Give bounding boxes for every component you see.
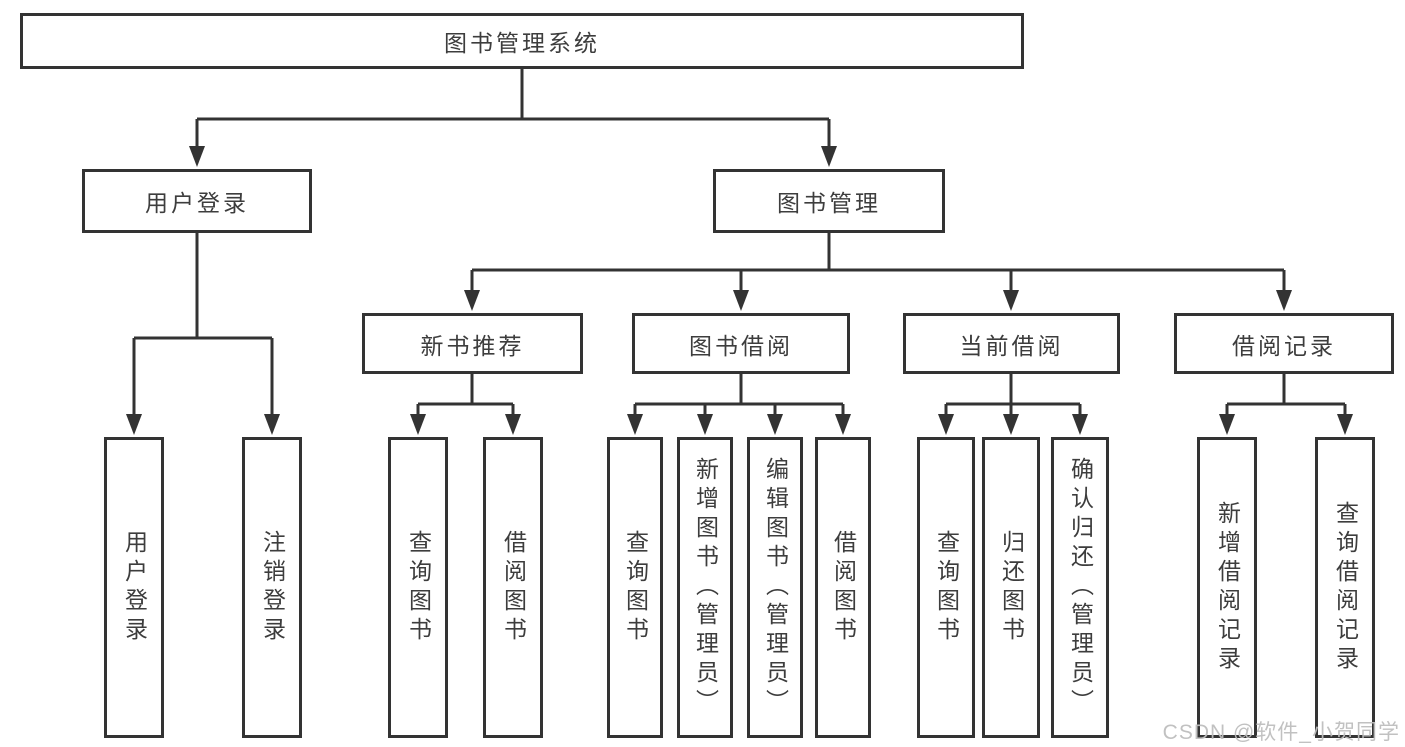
csdn-watermark: CSDN @软件_小贺同学	[1162, 721, 1400, 744]
leaf-label: 查询图书	[405, 529, 432, 646]
arrow-down-icon	[835, 414, 851, 435]
leaf-query-books-borrow: 查询图书	[607, 437, 663, 738]
leaf-label: 新增借阅记录	[1214, 500, 1241, 675]
leaf-query-books-current: 查询图书	[917, 437, 975, 738]
leaf-add-book-admin: 新增图书（管理员）	[677, 437, 733, 738]
leaf-user-login: 用户登录	[104, 437, 164, 738]
node-current-borrowing: 当前借阅	[903, 313, 1120, 374]
node-label: 图书借阅	[689, 332, 793, 359]
leaf-label: 查询图书	[622, 529, 649, 646]
leaf-query-books-recommend: 查询图书	[388, 437, 448, 738]
leaf-label: 新增图书（管理员）	[692, 457, 719, 718]
leaf-confirm-return-admin: 确认归还（管理员）	[1051, 437, 1109, 738]
node-label: 用户登录	[145, 190, 249, 216]
arrow-down-icon	[821, 146, 837, 167]
leaf-borrow-books: 借阅图书	[815, 437, 871, 738]
leaf-label: 归还图书	[998, 529, 1025, 646]
leaf-label: 用户登录	[121, 529, 148, 646]
leaf-return-books: 归还图书	[982, 437, 1040, 738]
arrow-down-icon	[505, 414, 521, 435]
node-book-borrowing: 图书借阅	[632, 313, 850, 374]
arrow-down-icon	[1003, 414, 1019, 435]
node-book-management: 图书管理	[713, 169, 945, 233]
leaf-query-borrow-record: 查询借阅记录	[1315, 437, 1375, 738]
leaf-label: 借阅图书	[500, 529, 527, 646]
leaf-label: 注销登录	[259, 529, 286, 646]
arrow-down-icon	[767, 414, 783, 435]
arrow-down-icon	[410, 414, 426, 435]
node-label: 图书管理	[777, 190, 881, 216]
arrow-down-icon	[464, 290, 480, 311]
node-label: 新书推荐	[420, 332, 525, 359]
node-user-login: 用户登录	[82, 169, 312, 233]
arrow-down-icon	[126, 414, 142, 435]
node-label: 当前借阅	[959, 332, 1064, 359]
node-new-book-recommend: 新书推荐	[362, 313, 583, 374]
leaf-label: 借阅图书	[830, 529, 857, 646]
leaf-edit-book-admin: 编辑图书（管理员）	[747, 437, 803, 738]
leaf-label: 编辑图书（管理员）	[762, 457, 789, 718]
arrow-down-icon	[1072, 414, 1088, 435]
leaf-label: 查询借阅记录	[1332, 500, 1359, 675]
node-borrowing-records: 借阅记录	[1174, 313, 1394, 374]
leaf-label: 确认归还（管理员）	[1067, 457, 1094, 718]
node-label: 图书管理系统	[444, 30, 600, 56]
node-label: 借阅记录	[1232, 332, 1336, 359]
arrowheads	[126, 146, 1353, 435]
node-library-system: 图书管理系统	[20, 13, 1024, 69]
arrow-down-icon	[733, 290, 749, 311]
arrow-down-icon	[1276, 290, 1292, 311]
leaf-add-borrow-record: 新增借阅记录	[1197, 437, 1257, 738]
arrow-down-icon	[1337, 414, 1353, 435]
leaf-label: 查询图书	[933, 529, 960, 646]
arrow-down-icon	[938, 414, 954, 435]
arrow-down-icon	[264, 414, 280, 435]
arrow-down-icon	[627, 414, 643, 435]
leaf-borrow-books-recommend: 借阅图书	[483, 437, 543, 738]
leaf-logout: 注销登录	[242, 437, 302, 738]
arrow-down-icon	[189, 146, 205, 167]
arrow-down-icon	[1219, 414, 1235, 435]
arrow-down-icon	[697, 414, 713, 435]
arrow-down-icon	[1003, 290, 1019, 311]
